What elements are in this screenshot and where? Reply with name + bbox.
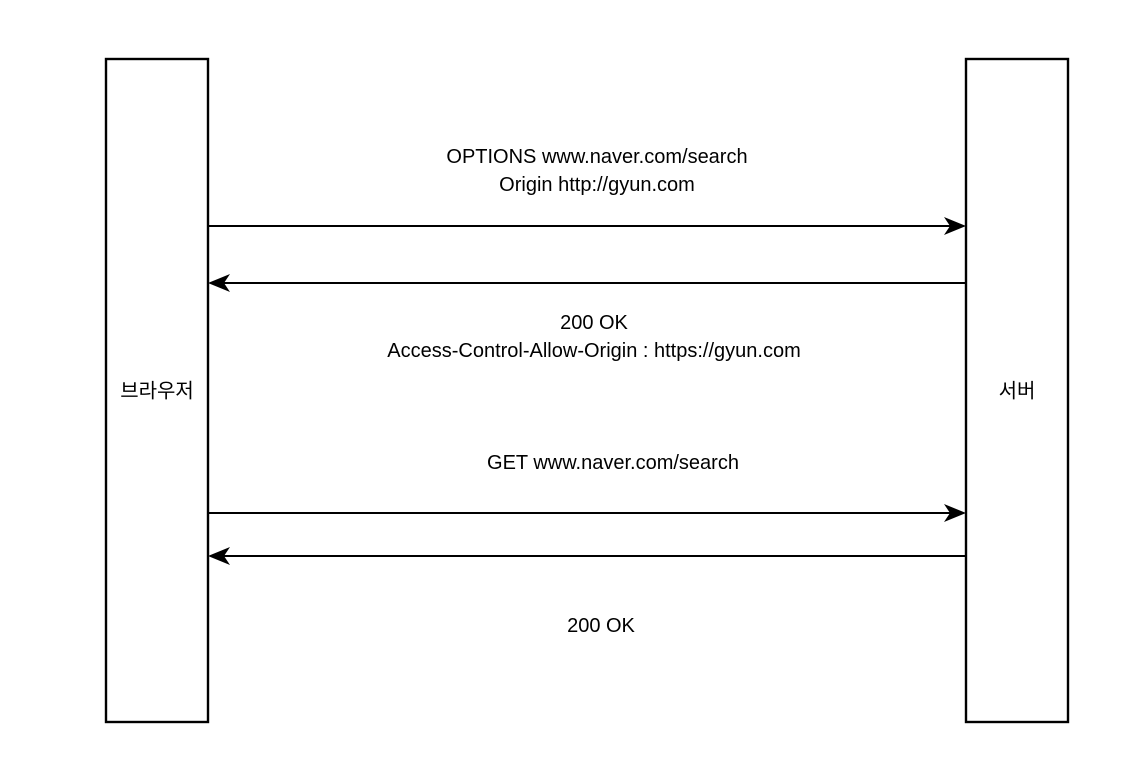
message-2-arrowhead-left: [208, 274, 230, 292]
actor-label-server: 서버: [999, 379, 1036, 402]
lifeline-box-browser: [104, 57, 210, 724]
message-2-label-line-1: 200 OK: [560, 312, 628, 334]
message-1-label-line-2: Origin http://gyun.com: [499, 174, 695, 196]
message-1-label-line-1: OPTIONS www.naver.com/search: [446, 146, 747, 168]
lifeline-box-server: [964, 57, 1070, 724]
message-1-group: OPTIONS www.naver.com/search Origin http…: [208, 146, 966, 235]
message-1-arrowhead-right: [944, 217, 966, 235]
message-4-label-line-1: 200 OK: [567, 615, 635, 637]
message-4-group: 200 OK: [208, 547, 966, 637]
message-3-label-line-1: GET www.naver.com/search: [487, 452, 739, 474]
message-3-arrowhead-right: [944, 504, 966, 522]
message-2-label-line-2: Access-Control-Allow-Origin : https://gy…: [387, 340, 800, 362]
message-4-arrowhead-left: [208, 547, 230, 565]
message-2-group: 200 OK Access-Control-Allow-Origin : htt…: [208, 274, 966, 362]
message-3-group: GET www.naver.com/search: [208, 452, 966, 522]
actor-label-browser: 브라우저: [120, 379, 194, 402]
